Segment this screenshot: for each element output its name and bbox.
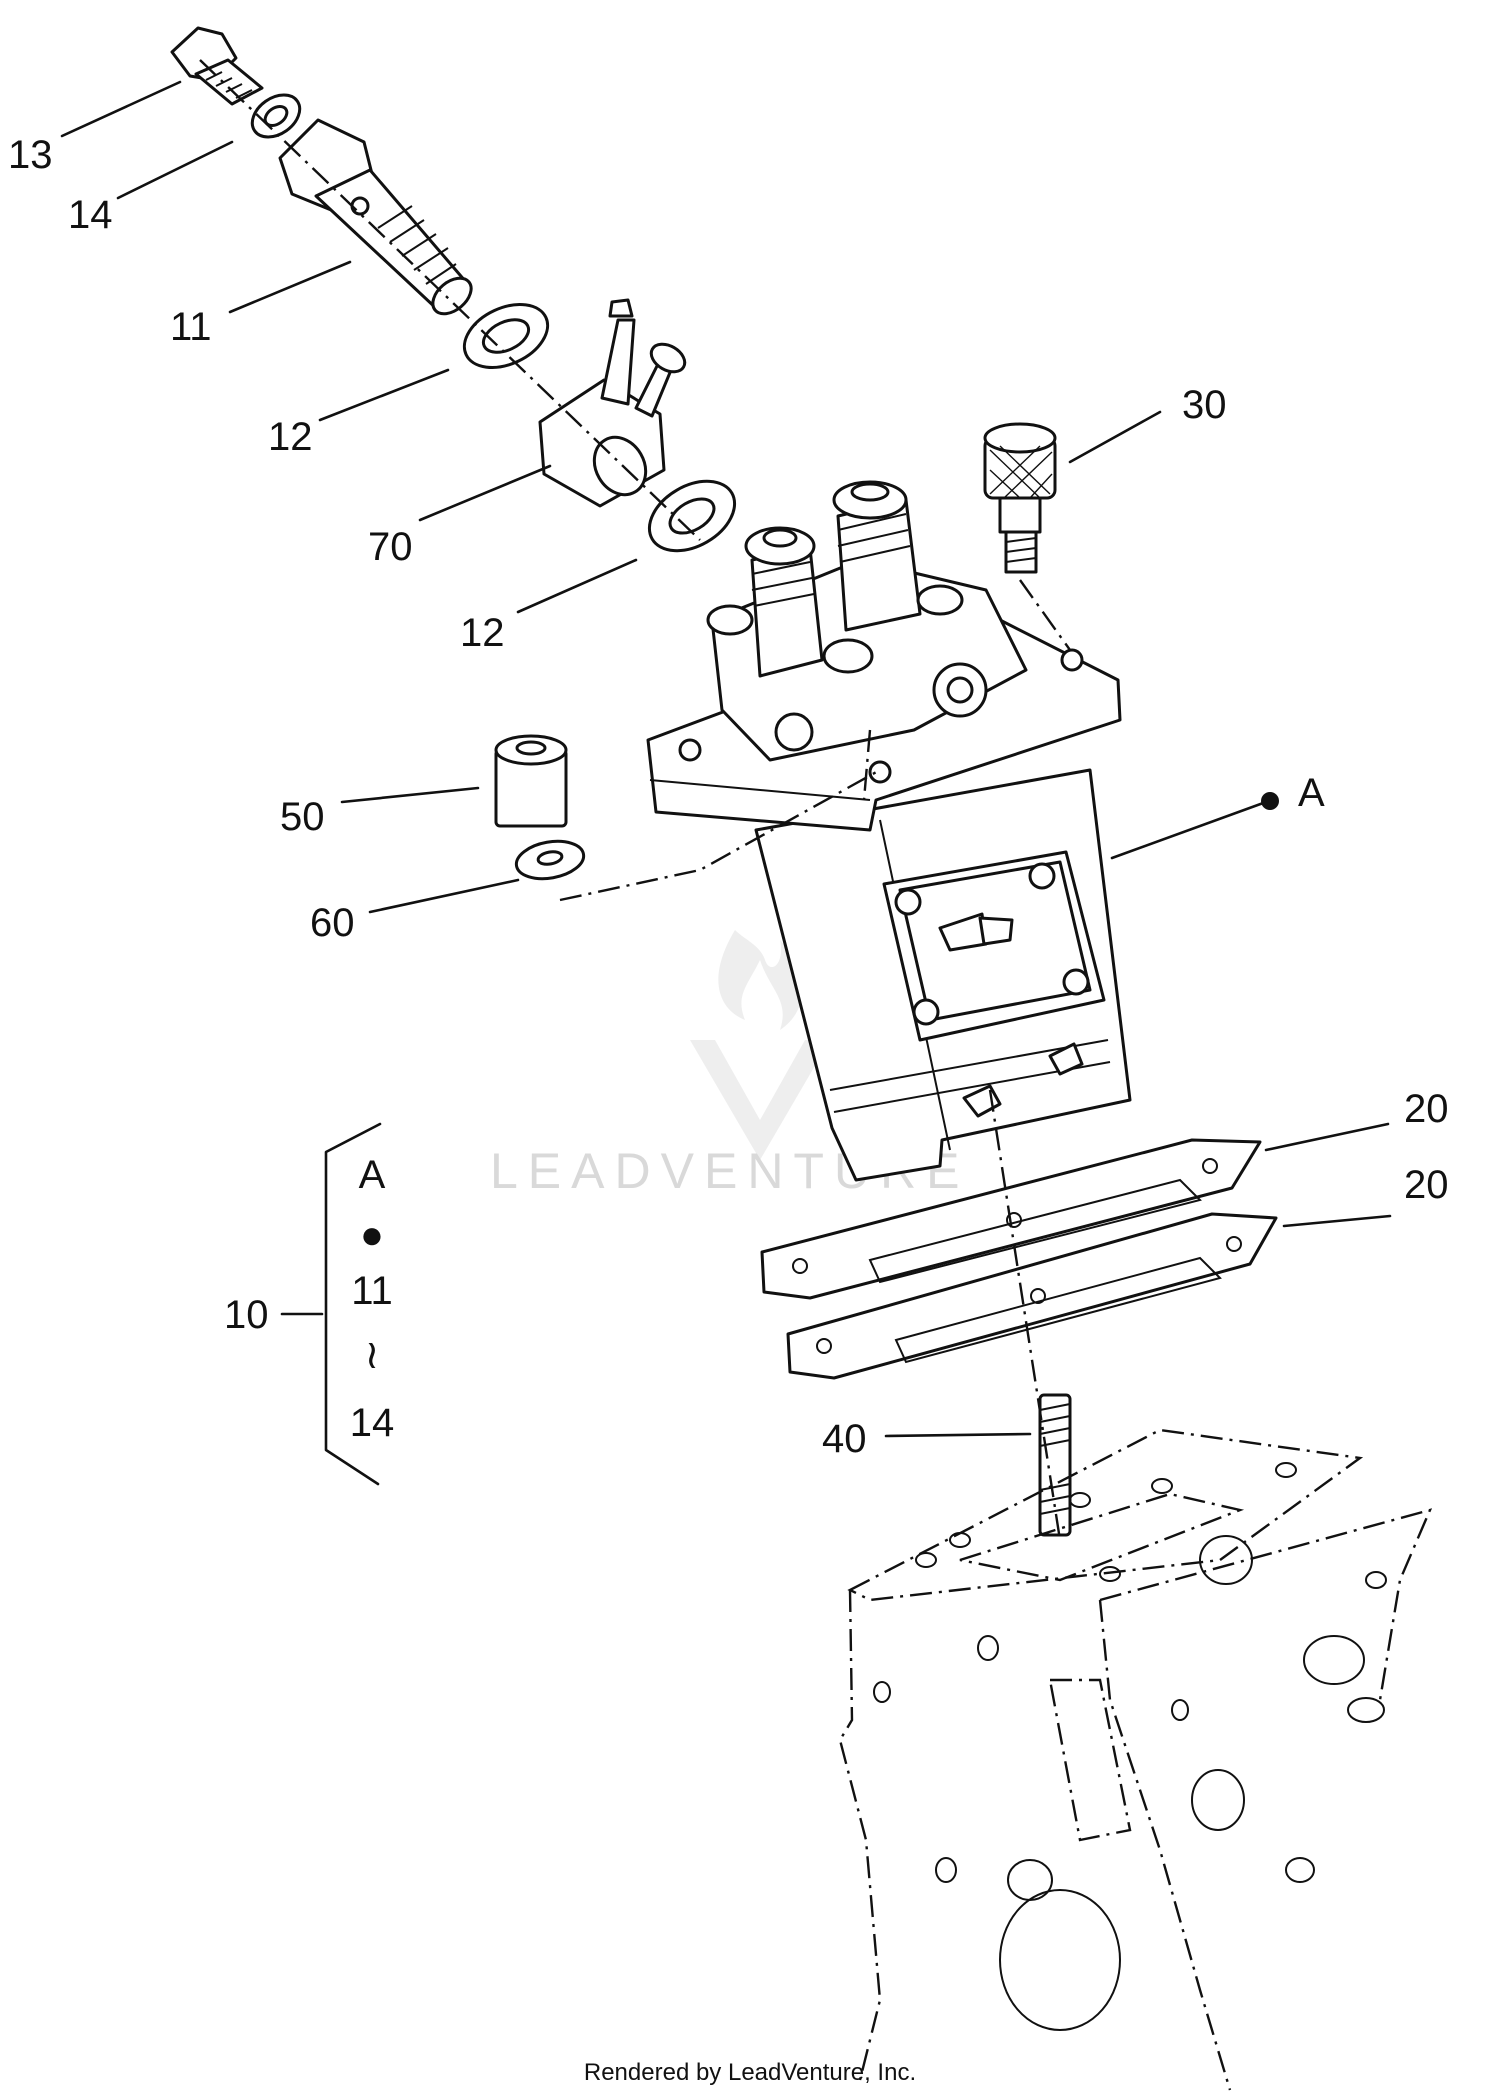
callout-labels: 13 14 11 12 70 12 30 50 60 A 20 20 40 10	[8, 133, 1449, 1461]
callout-A-dot	[1261, 792, 1279, 810]
callout-60: 60	[310, 901, 355, 945]
assembly-bracket-10: A ● 11 ≀ 14	[350, 1153, 395, 1445]
stud-40	[1038, 1393, 1072, 1537]
fitting-70	[538, 298, 687, 508]
bracket-11: 11	[351, 1269, 393, 1313]
callout-14: 14	[68, 193, 113, 237]
washer-60	[514, 839, 586, 881]
footer-credit: Rendered by LeadVenture, Inc.	[584, 2059, 916, 2086]
callout-40: 40	[822, 1417, 867, 1461]
callout-20-lower: 20	[1404, 1163, 1449, 1207]
gasket-20-lower	[786, 1212, 1278, 1380]
callout-12-lower: 12	[460, 611, 505, 655]
callout-12-upper: 12	[268, 415, 313, 459]
bracket-dot: ●	[360, 1213, 384, 1257]
callout-13: 13	[8, 133, 53, 177]
bracket-A: A	[359, 1153, 386, 1197]
bracket-tilde: ≀	[365, 1333, 380, 1377]
bracket-14: 14	[350, 1401, 395, 1445]
callout-20-upper: 20	[1404, 1087, 1449, 1131]
sleeve-50	[494, 734, 568, 828]
callout-70: 70	[368, 525, 413, 569]
engine-block-outline	[838, 1428, 1433, 2091]
callout-A: A	[1298, 771, 1325, 815]
watermark-logo	[690, 930, 830, 1160]
callout-11: 11	[170, 305, 212, 349]
injection-pump-body	[646, 480, 1132, 1182]
leader-lines	[60, 80, 1392, 1486]
callout-30: 30	[1182, 383, 1227, 427]
callout-10: 10	[224, 1293, 269, 1337]
callout-50: 50	[280, 795, 325, 839]
banjo-bolt-11	[278, 118, 473, 316]
assembly-centerlines	[199, 59, 1071, 1541]
knurled-bolt-30	[983, 422, 1057, 574]
washer-12-upper	[462, 303, 550, 369]
washer-12-lower	[647, 479, 737, 553]
bolt-13	[170, 26, 264, 106]
washer-14	[250, 93, 302, 139]
